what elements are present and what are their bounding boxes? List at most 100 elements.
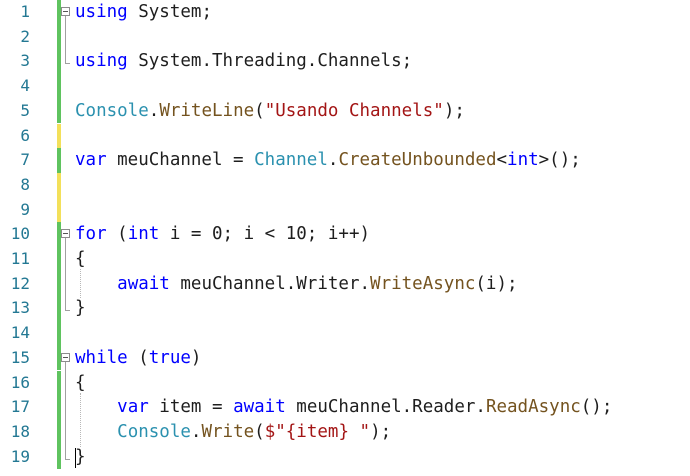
saved-change-marker (57, 321, 61, 346)
code-token: (); (580, 397, 613, 418)
region-end (65, 310, 70, 312)
line-number: 19 (10, 446, 30, 466)
code-token: ( (106, 224, 128, 245)
saved-change-marker (57, 148, 61, 173)
code-text[interactable]: using System; (75, 0, 212, 25)
code-token: item = (148, 397, 234, 418)
code-line[interactable]: 13} (0, 296, 690, 322)
line-number: 10 (10, 224, 30, 244)
code-token: ); (443, 100, 465, 121)
code-token: Channel (254, 150, 328, 171)
code-token: var (117, 397, 149, 418)
code-token: System; (127, 2, 212, 22)
code-token: { (75, 249, 86, 269)
code-line[interactable]: 11 { (0, 247, 690, 272)
code-line[interactable]: 18 Console.Write($"{item} "); (0, 419, 690, 445)
code-line[interactable]: 17 var item = await meuChannel.Reader.Re… (0, 395, 690, 420)
saved-change-marker (57, 247, 61, 272)
line-number: 5 (20, 100, 30, 120)
line-number: 7 (20, 150, 30, 170)
code-token: ReadAsync (485, 397, 581, 418)
code-token: ); (370, 421, 392, 442)
code-token: WriteLine (159, 100, 255, 121)
region-outline (65, 16, 66, 64)
code-line[interactable]: 10 for (int i = 0; i < 10; i++) (0, 222, 690, 247)
line-number: 2 (20, 26, 30, 46)
code-line[interactable]: 3 using System.Threading.Channels; (0, 49, 690, 75)
code-line[interactable]: 19} (0, 444, 690, 470)
unsaved-change-marker (57, 172, 61, 198)
code-text[interactable]: } (75, 445, 86, 470)
code-token: CreateUnbounded (338, 150, 497, 171)
code-token: (i); (475, 273, 518, 294)
line-number: 18 (10, 421, 30, 441)
saved-change-marker (57, 296, 61, 322)
code-token: using (75, 51, 128, 72)
code-text[interactable]: Console.WriteLine("Usando Channels"); (75, 99, 465, 124)
code-token: } (75, 446, 86, 467)
line-number: 1 (20, 2, 30, 21)
saved-change-marker (57, 444, 61, 470)
code-line[interactable]: 1 using System; (0, 0, 690, 25)
region-end (65, 63, 70, 65)
code-line[interactable]: 14 (0, 321, 690, 346)
code-line[interactable]: 16 { (0, 370, 690, 396)
code-line[interactable]: 2 (0, 24, 690, 50)
indent-guide (80, 269, 81, 299)
code-line[interactable]: 9 (0, 197, 690, 223)
line-number: 11 (10, 249, 30, 268)
code-token (75, 397, 117, 417)
saved-change-marker (57, 345, 61, 371)
code-text[interactable]: { (75, 247, 86, 272)
code-text[interactable]: for (int i = 0; i < 10; i++) (75, 222, 370, 247)
code-line[interactable]: 7 var meuChannel = Channel.CreateUnbounde… (0, 148, 690, 173)
line-number: 6 (20, 125, 30, 145)
code-text[interactable]: while (true) (75, 346, 201, 371)
code-token (75, 422, 117, 442)
line-number: 16 (10, 372, 30, 392)
code-token: } (75, 298, 86, 319)
code-token: ) (190, 347, 202, 368)
code-text[interactable]: { (75, 371, 86, 396)
code-line[interactable]: 8 (0, 172, 690, 198)
code-token: $"{item} " (264, 421, 371, 442)
line-number: 15 (10, 347, 30, 367)
code-token: meuChannel.Reader. (285, 397, 486, 418)
code-token: "Usando Channels" (264, 100, 444, 121)
collapse-region-icon[interactable] (61, 229, 70, 239)
code-text[interactable]: Console.Write($"{item} "); (75, 420, 391, 445)
line-number: 17 (10, 397, 30, 417)
code-token: ( (254, 421, 265, 442)
unsaved-change-marker (57, 197, 61, 223)
collapse-region-icon[interactable] (61, 352, 70, 362)
code-line[interactable]: 6 (0, 123, 690, 149)
code-text[interactable]: } (75, 296, 86, 321)
code-token: Console (117, 421, 191, 442)
code-token: using (75, 2, 128, 22)
code-token: . (148, 100, 160, 121)
code-line[interactable]: 5 Console.WriteLine("Usando Channels"); (0, 98, 690, 124)
code-token: var (75, 150, 107, 171)
code-line[interactable]: 4 (0, 74, 690, 99)
code-line[interactable]: 12 await meuChannel.Writer.WriteAsync(i)… (0, 271, 690, 297)
code-text[interactable]: var item = await meuChannel.Reader.ReadA… (75, 395, 612, 420)
text-caret (75, 447, 76, 468)
line-number: 3 (20, 51, 30, 71)
saved-change-marker (57, 24, 61, 50)
code-line[interactable]: 15 while (true) (0, 345, 690, 371)
code-token: ( (254, 100, 265, 121)
code-token: true (148, 347, 191, 368)
collapse-region-icon[interactable] (61, 7, 70, 16)
line-number: 4 (20, 76, 30, 96)
code-text[interactable]: var meuChannel = Channel.CreateUnbounded… (75, 148, 581, 173)
line-number: 9 (20, 199, 30, 219)
code-text[interactable]: using System.Threading.Channels; (75, 49, 412, 74)
region-outline (65, 361, 66, 459)
code-token: Write (201, 421, 255, 442)
region-outline (65, 238, 66, 311)
code-token: < (496, 150, 508, 171)
line-number: 8 (20, 174, 30, 194)
code-token: WriteAsync (370, 273, 476, 294)
code-text[interactable]: await meuChannel.Writer.WriteAsync(i); (75, 272, 518, 297)
